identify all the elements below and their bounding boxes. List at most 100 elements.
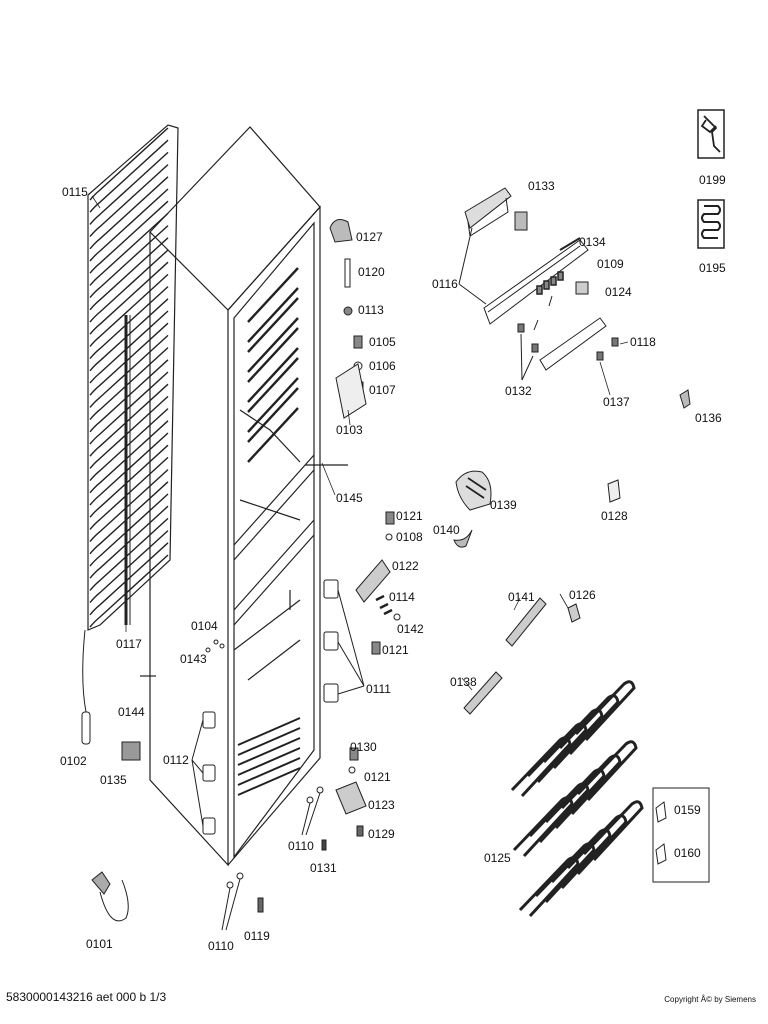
label-box bbox=[652, 787, 710, 883]
part-label-0121: 0121 bbox=[364, 770, 391, 784]
part-label-0135: 0135 bbox=[100, 773, 127, 787]
coil-tube bbox=[89, 481, 169, 555]
part-label-0139: 0139 bbox=[490, 498, 517, 512]
part-label-0138: 0138 bbox=[450, 675, 477, 689]
part-label-0131: 0131 bbox=[310, 861, 337, 875]
coil-tube bbox=[89, 200, 169, 274]
evaporator-tube bbox=[542, 708, 604, 770]
coil-tube bbox=[89, 225, 169, 299]
coil-tube bbox=[89, 444, 169, 518]
part-label-0102: 0102 bbox=[60, 754, 87, 768]
part-label-0142: 0142 bbox=[397, 622, 424, 636]
condenser-coil bbox=[82, 124, 179, 713]
part-label-0199: 0199 bbox=[699, 173, 726, 187]
part-label-0121: 0121 bbox=[396, 509, 423, 523]
part-label-0140: 0140 bbox=[433, 523, 460, 537]
coil-tube bbox=[89, 359, 169, 433]
part-label-0126: 0126 bbox=[569, 588, 596, 602]
coil-tube bbox=[89, 212, 169, 286]
part-label-0111: 0111 bbox=[366, 682, 391, 696]
part-label-0112: 0112 bbox=[163, 753, 189, 767]
coil-tube bbox=[89, 432, 169, 506]
document-id: 5830000143216 aet 000 b 1/3 bbox=[6, 990, 167, 1004]
part-label-0144: 0144 bbox=[118, 705, 145, 719]
coil-tube bbox=[89, 334, 169, 408]
coil-tube bbox=[89, 151, 169, 225]
part-label-0127: 0127 bbox=[356, 230, 383, 244]
part-label-0130: 0130 bbox=[350, 740, 377, 754]
evaporator-tube bbox=[544, 768, 606, 830]
coil-tube bbox=[89, 249, 169, 323]
part-label-0136: 0136 bbox=[695, 411, 722, 425]
coil-tube bbox=[89, 322, 169, 396]
coil-tube bbox=[89, 554, 169, 628]
coil-tube bbox=[89, 310, 169, 384]
coil-tube bbox=[89, 542, 169, 616]
coil-tube bbox=[89, 420, 169, 494]
part-label-0101: 0101 bbox=[86, 937, 113, 951]
small-parts-right bbox=[323, 219, 401, 837]
coil-tube bbox=[89, 261, 169, 335]
coil-tube bbox=[89, 505, 169, 579]
part-label-0110: 0110 bbox=[208, 939, 234, 953]
evaporator-tube bbox=[576, 740, 638, 802]
part-label-0110: 0110 bbox=[288, 839, 314, 853]
coil-tube bbox=[89, 164, 169, 238]
leader-lines bbox=[91, 195, 629, 691]
coil-tube bbox=[89, 395, 169, 469]
coil-tube bbox=[89, 517, 169, 591]
coil-icon bbox=[697, 199, 725, 249]
evaporator-tube bbox=[550, 828, 612, 890]
part-label-0116: 0116 bbox=[432, 277, 458, 291]
coil-tube bbox=[89, 383, 169, 457]
coil-tube bbox=[89, 286, 169, 360]
coil-tube bbox=[89, 139, 169, 213]
coil-tube bbox=[89, 273, 169, 347]
coil-tube bbox=[89, 298, 169, 372]
part-label-0105: 0105 bbox=[369, 335, 396, 349]
part-label-0104: 0104 bbox=[191, 619, 218, 633]
copyright-notice: Copyright Å© by Siemens bbox=[664, 995, 756, 1004]
coil-tube bbox=[89, 127, 169, 201]
part-label-0132: 0132 bbox=[505, 384, 532, 398]
part-label-0159: 0159 bbox=[674, 803, 701, 817]
part-label-0143: 0143 bbox=[180, 652, 207, 666]
part-label-0145: 0145 bbox=[336, 491, 363, 505]
coil-tube bbox=[89, 530, 169, 604]
misc-parts-right bbox=[453, 389, 691, 715]
part-label-0160: 0160 bbox=[674, 846, 701, 860]
coil-tube bbox=[89, 237, 169, 311]
part-label-0113: 0113 bbox=[358, 303, 384, 317]
coil-tube bbox=[89, 176, 169, 250]
part-label-0121: 0121 bbox=[382, 643, 409, 657]
part-label-0129: 0129 bbox=[368, 827, 395, 841]
part-label-0137: 0137 bbox=[603, 395, 630, 409]
control-panel-assembly bbox=[458, 187, 619, 381]
part-label-0106: 0106 bbox=[369, 359, 396, 373]
small-parts-left bbox=[81, 639, 327, 931]
part-label-0119: 0119 bbox=[244, 929, 270, 943]
part-label-0117: 0117 bbox=[116, 637, 142, 651]
evaporator-tube bbox=[574, 680, 636, 742]
part-label-0120: 0120 bbox=[358, 265, 385, 279]
part-label-0124: 0124 bbox=[605, 285, 632, 299]
coil-tube bbox=[89, 408, 169, 482]
part-label-0118: 0118 bbox=[630, 335, 656, 349]
part-label-0103: 0103 bbox=[336, 423, 363, 437]
part-label-0115: 0115 bbox=[62, 185, 88, 199]
coil-tube bbox=[89, 493, 169, 567]
part-label-0109: 0109 bbox=[597, 257, 624, 271]
coil-tube bbox=[89, 371, 169, 445]
part-label-0114: 0114 bbox=[389, 590, 415, 604]
coil-tube bbox=[89, 188, 169, 262]
part-label-0123: 0123 bbox=[368, 798, 395, 812]
coil-tube bbox=[89, 469, 169, 543]
wrench-icon bbox=[697, 109, 725, 159]
part-label-0128: 0128 bbox=[601, 509, 628, 523]
part-label-0125: 0125 bbox=[484, 851, 511, 865]
part-label-0122: 0122 bbox=[392, 559, 419, 573]
part-label-0141: 0141 bbox=[508, 590, 535, 604]
part-label-0133: 0133 bbox=[528, 179, 555, 193]
fridge-cabinet bbox=[140, 126, 348, 867]
